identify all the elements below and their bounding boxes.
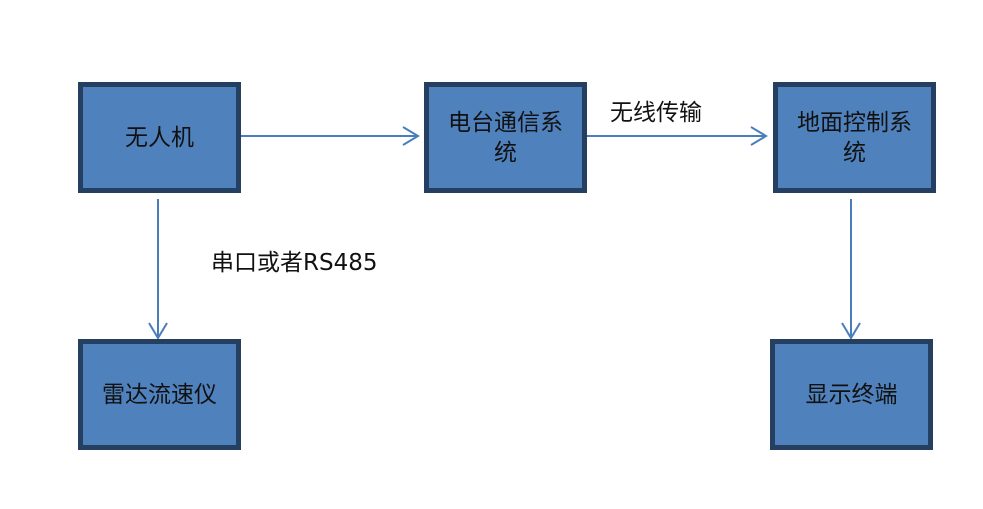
node-uav: 无人机 — [78, 82, 241, 193]
edge-ground-to-display — [841, 199, 861, 340]
node-radio-label: 电台通信系统 — [448, 109, 563, 166]
edge-label-wireless: 无线传输 — [610, 100, 702, 126]
node-display-label: 显示终端 — [805, 381, 898, 408]
node-ground-label: 地面控制系统 — [797, 109, 912, 166]
node-radio-communication: 电台通信系统 — [424, 82, 587, 193]
edge-uav-to-radio — [240, 126, 420, 146]
node-radar-flowmeter: 雷达流速仪 — [78, 339, 241, 450]
edge-uav-to-radar — [148, 199, 168, 340]
node-radar-label: 雷达流速仪 — [102, 381, 217, 408]
node-uav-label: 无人机 — [125, 124, 194, 151]
node-ground-control: 地面控制系统 — [773, 82, 936, 193]
edge-label-serial: 串口或者RS485 — [211, 250, 378, 276]
edge-radio-to-ground — [587, 126, 768, 146]
node-display-terminal: 显示终端 — [770, 339, 933, 450]
